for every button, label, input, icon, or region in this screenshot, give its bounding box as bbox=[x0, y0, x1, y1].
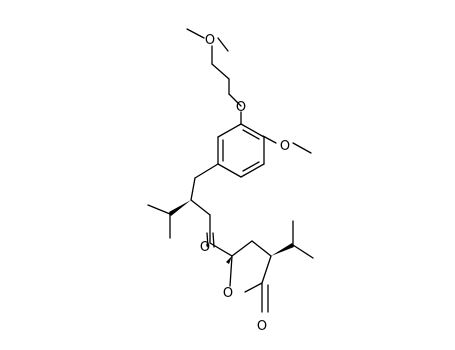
side-chain-isopropyl bbox=[147, 200, 191, 239]
atom-label-oxygen: O bbox=[236, 100, 246, 115]
bond bbox=[186, 28, 205, 39]
methoxypropoxy-chain bbox=[186, 28, 242, 107]
hash-wedge-bond bbox=[226, 256, 232, 264]
atom-labels: O O O O O O bbox=[200, 33, 290, 334]
bond bbox=[244, 282, 263, 293]
bond bbox=[242, 161, 260, 172]
bond bbox=[206, 232, 209, 248]
atom-label-oxygen: O bbox=[200, 240, 210, 255]
bond bbox=[292, 244, 314, 259]
atom-label-oxygen: O bbox=[257, 319, 267, 334]
bond bbox=[262, 135, 277, 144]
ketone-group bbox=[206, 232, 233, 257]
bond bbox=[251, 240, 272, 257]
bond bbox=[229, 255, 233, 287]
wedge-bond bbox=[169, 200, 191, 216]
bond bbox=[190, 177, 196, 201]
bond bbox=[147, 204, 171, 215]
bond bbox=[217, 163, 242, 178]
atom-label-oxygen: O bbox=[223, 286, 233, 301]
wedge-bond bbox=[271, 243, 294, 256]
bond bbox=[292, 142, 312, 154]
bond bbox=[240, 163, 265, 178]
lactone-ring bbox=[226, 240, 272, 313]
lactone-isopropyl bbox=[271, 220, 314, 259]
benzyl-linker bbox=[190, 163, 219, 244]
atom-label-oxygen: O bbox=[205, 33, 215, 48]
aryl-methoxy-group bbox=[262, 135, 312, 154]
bond bbox=[217, 123, 242, 138]
bond bbox=[231, 240, 253, 257]
bond bbox=[217, 37, 229, 52]
bond bbox=[211, 63, 230, 80]
bond bbox=[212, 232, 215, 248]
bond bbox=[194, 163, 219, 179]
bond bbox=[242, 129, 260, 140]
atom-label-oxygen: O bbox=[280, 139, 290, 154]
bond bbox=[228, 93, 242, 107]
bond bbox=[261, 255, 272, 284]
bond bbox=[240, 123, 265, 138]
bond bbox=[190, 199, 211, 216]
benzene-ring bbox=[217, 111, 265, 178]
